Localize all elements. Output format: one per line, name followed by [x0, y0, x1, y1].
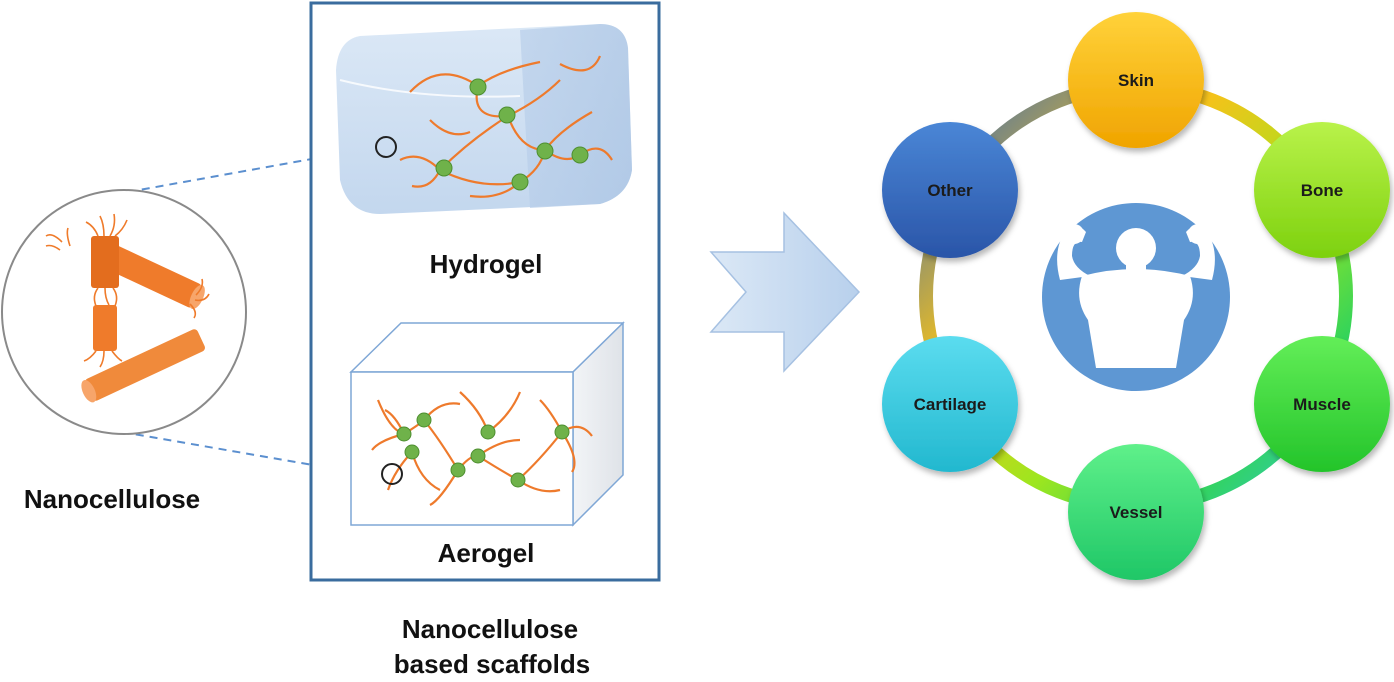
node-circle-skin — [1068, 12, 1204, 148]
node-skin: Skin — [1068, 12, 1204, 148]
hydrogel-label: Hydrogel — [430, 249, 543, 279]
node-label-other: Other — [927, 181, 973, 200]
scaffolds-caption-line1: Nanocellulose — [402, 614, 578, 644]
aerogel-block — [349, 321, 625, 527]
node-muscle: Muscle — [1254, 336, 1390, 472]
scaffolds-caption-line2: based scaffolds — [394, 649, 591, 679]
node-circle-muscle — [1254, 336, 1390, 472]
aerogel-crosslinks — [396, 412, 570, 488]
cellulose-rods-icon — [45, 213, 210, 403]
hydrogel-crosslinks — [435, 78, 589, 191]
node-label-bone: Bone — [1301, 181, 1344, 200]
hydrogel-block — [336, 24, 632, 214]
node-label-vessel: Vessel — [1110, 503, 1163, 522]
nanocellulose-label: Nanocellulose — [24, 484, 200, 514]
scaffolds-panel: Hydrogel — [309, 1, 661, 582]
nanocellulose-circle — [1, 189, 247, 435]
node-vessel: Vessel — [1068, 444, 1204, 580]
nanocellulose-zoom: Nanocellulose — [1, 145, 389, 514]
node-label-muscle: Muscle — [1293, 395, 1351, 414]
node-label-skin: Skin — [1118, 71, 1154, 90]
node-other: Other — [882, 122, 1018, 258]
node-bone: Bone — [1254, 122, 1390, 258]
node-circle-vessel — [1068, 444, 1204, 580]
node-circle-cartilage — [882, 336, 1018, 472]
node-circle-other — [882, 122, 1018, 258]
node-label-cartilage: Cartilage — [914, 395, 987, 414]
aerogel-label: Aerogel — [438, 538, 535, 568]
aerogel-zoom-marker — [381, 463, 403, 485]
hydrogel-zoom-marker — [375, 136, 397, 158]
right-arrow-icon — [709, 211, 861, 373]
node-cartilage: Cartilage — [882, 336, 1018, 472]
node-circle-bone — [1254, 122, 1390, 258]
bodybuilder-icon — [1057, 224, 1215, 368]
